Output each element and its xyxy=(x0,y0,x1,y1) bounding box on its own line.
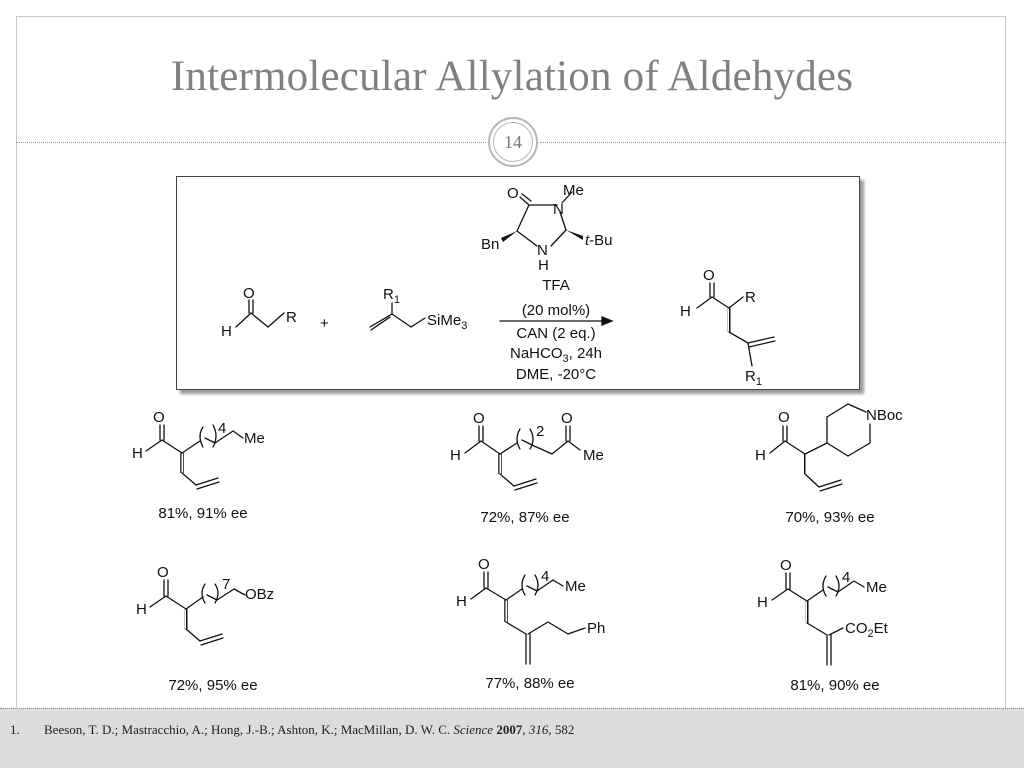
condition-base: NaHCO3, 24h xyxy=(510,345,602,365)
aldehyde-r: R xyxy=(286,309,297,326)
p1-yield: 81%, 91% ee xyxy=(158,505,247,522)
catalyst-tbu: t-Bu xyxy=(585,232,613,249)
reference-citation: Beeson, T. D.; Mastracchio, A.; Hong, J.… xyxy=(44,722,575,737)
allylsilane xyxy=(369,302,426,331)
product-1-structure xyxy=(145,424,244,490)
product-5-structure xyxy=(470,571,586,665)
reference-authors: Beeson, T. D.; Mastracchio, A.; Hong, J.… xyxy=(44,722,451,737)
reference-journal: Science xyxy=(453,722,494,737)
p2-yield: 72%, 87% ee xyxy=(480,509,569,526)
p2-chain-count: 2 xyxy=(536,423,544,440)
p6-end: Me xyxy=(866,579,887,596)
scheme-product xyxy=(696,282,776,367)
p2-ketone-o: O xyxy=(561,410,573,427)
product-2-structure xyxy=(464,425,581,491)
product-r1: R1 xyxy=(745,368,762,388)
p2-h: H xyxy=(450,447,461,464)
catalyst-n-me: N xyxy=(553,201,564,218)
p1-oxygen: O xyxy=(153,409,165,426)
p3-oxygen: O xyxy=(778,409,790,426)
product-3-structure xyxy=(769,403,871,492)
p3-nboc: NBoc xyxy=(866,407,903,424)
p6-ester: CO2Et xyxy=(845,620,889,640)
silyl-group: SiMe3 xyxy=(427,312,467,332)
p4-oxygen: O xyxy=(157,564,169,581)
title-rule-right xyxy=(540,142,1006,143)
reference-pages: , 582 xyxy=(548,722,575,737)
p6-yield: 81%, 90% ee xyxy=(790,677,879,694)
reaction-scheme-box xyxy=(176,176,860,390)
slide-title: Intermolecular Allylation of Aldehydes xyxy=(170,53,854,100)
reference-number: 1. xyxy=(10,722,20,737)
product-h: H xyxy=(680,303,691,320)
product-4-structure xyxy=(149,579,246,646)
reference-year: 2007 xyxy=(496,722,523,737)
p5-end: Me xyxy=(565,578,586,595)
slide-number: 14 xyxy=(493,122,533,162)
p6-h: H xyxy=(757,594,768,611)
p5-oxygen: O xyxy=(478,556,490,573)
condition-can: CAN (2 eq.) xyxy=(516,325,595,342)
p3-h: H xyxy=(755,447,766,464)
catalyst-me: Me xyxy=(563,182,584,199)
p5-h: H xyxy=(456,593,467,610)
p1-end: Me xyxy=(244,430,265,447)
aldehyde-oxygen: O xyxy=(243,285,255,302)
catalyst-nh-h: H xyxy=(538,257,549,274)
reference-volume: 316 xyxy=(528,722,549,737)
p4-yield: 72%, 95% ee xyxy=(168,677,257,694)
p6-oxygen: O xyxy=(780,557,792,574)
catalyst-bn: Bn xyxy=(481,236,499,253)
p5-ph: Ph xyxy=(587,620,605,637)
condition-solvent: DME, -20°C xyxy=(516,366,596,383)
product-r: R xyxy=(745,289,756,306)
condition-loading: (20 mol%) xyxy=(522,302,590,319)
p5-chain-count: 4 xyxy=(541,568,549,585)
title-rule-left xyxy=(16,142,486,143)
allyl-r: R1 xyxy=(383,286,400,306)
condition-tfa: TFA xyxy=(542,277,570,294)
p4-chain-count: 7 xyxy=(222,576,230,593)
aldehyde-h: H xyxy=(221,323,232,340)
reference-footer: 1. Beeson, T. D.; Mastracchio, A.; Hong,… xyxy=(0,708,1024,768)
p4-end: OBz xyxy=(245,586,274,603)
catalyst-nh-n: N xyxy=(537,242,548,259)
starting-aldehyde xyxy=(235,299,285,328)
reaction-arrow xyxy=(499,316,614,326)
p2-oxygen: O xyxy=(473,410,485,427)
p4-h: H xyxy=(136,601,147,618)
plus-sign: + xyxy=(320,315,329,332)
p1-chain-count: 4 xyxy=(218,420,226,437)
p5-yield: 77%, 88% ee xyxy=(485,675,574,692)
catalyst-o: O xyxy=(507,185,519,202)
p2-end: Me xyxy=(583,447,604,464)
p6-chain-count: 4 xyxy=(842,569,850,586)
slide-number-badge: 14 xyxy=(488,117,538,167)
p3-yield: 70%, 93% ee xyxy=(785,509,874,526)
imidazolidinone-catalyst xyxy=(501,191,583,247)
p1-h: H xyxy=(132,445,143,462)
product-6-structure xyxy=(771,572,865,666)
product-oxygen: O xyxy=(703,267,715,284)
